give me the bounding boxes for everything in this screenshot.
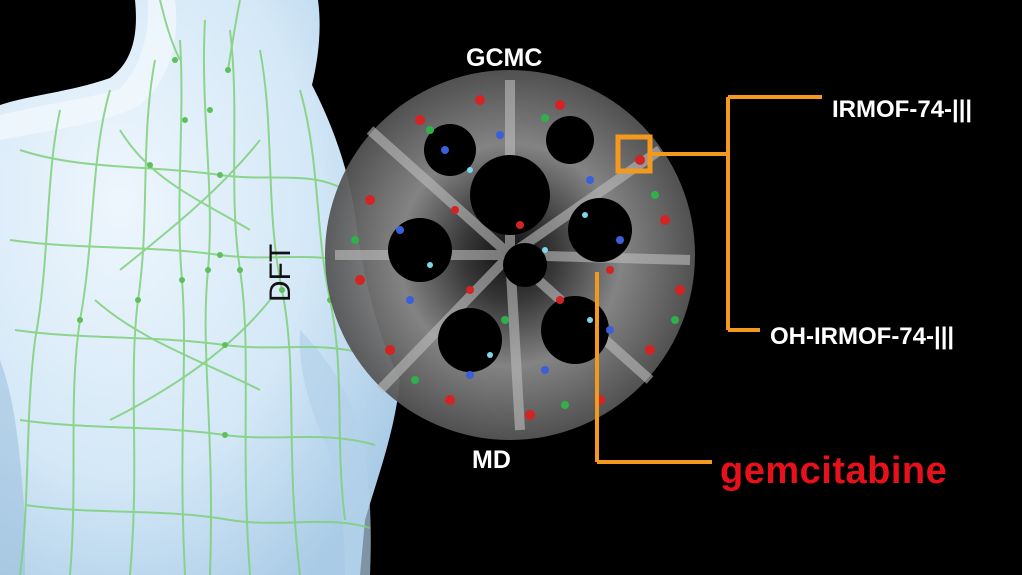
- md-label: MD: [472, 446, 511, 474]
- mof-atoms-red: [355, 95, 685, 420]
- mof-atoms-cyan: [427, 167, 593, 358]
- shoulder-highlight: [0, 0, 177, 140]
- arm-shadow: [0, 360, 25, 575]
- mof-atoms-blue: [396, 131, 624, 379]
- lymph-nodes: [77, 57, 333, 438]
- gemcitabine-label: gemcitabine: [720, 450, 948, 492]
- mof-pores: [388, 116, 632, 372]
- mof-atoms-green: [351, 114, 679, 409]
- dft-label: DFT: [264, 243, 298, 303]
- irmof-label: IRMOF-74-|||: [832, 96, 973, 123]
- lymphatic-vessels: [9, 0, 376, 575]
- mof-structure: [325, 70, 695, 440]
- oh-irmof-label: OH-IRMOF-74-|||: [770, 323, 955, 350]
- gcmc-label: GCMC: [466, 44, 543, 72]
- human-body-illustration: [0, 0, 400, 575]
- connector-lines: [595, 95, 822, 464]
- right-arm-shadow: [299, 330, 371, 575]
